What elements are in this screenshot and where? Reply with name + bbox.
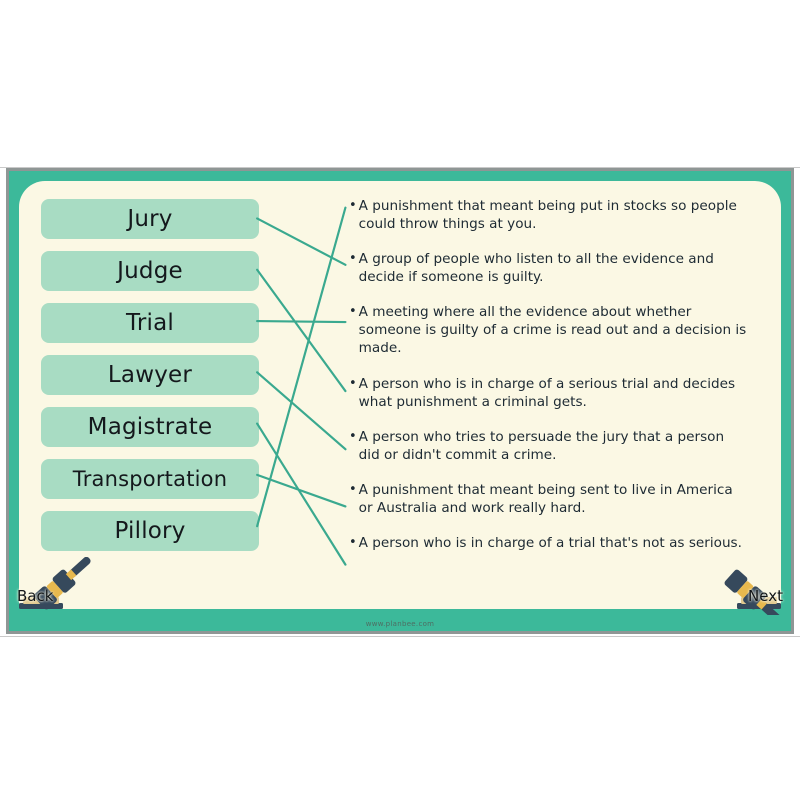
word-card-lawyer[interactable]: Lawyer [41,355,259,395]
word-card-magistrate[interactable]: Magistrate [41,407,259,447]
definition-item-5[interactable]: • A person who tries to persuade the jur… [349,428,749,464]
connector-judge [256,268,347,393]
gavel-icon [724,569,782,615]
word-card-transportation[interactable]: Transportation [41,459,259,499]
connector-magistrate [256,422,347,566]
back-button[interactable]: Back [13,557,105,615]
definition-text: A person who tries to persuade the jury … [358,428,725,463]
definition-column: • A punishment that meant being put in s… [349,197,771,569]
slide-content-panel: Jury Judge Trial Lawyer Magistrate [19,181,781,609]
connector-trial [256,319,347,324]
word-label: Magistrate [87,414,213,440]
bullet-icon: • [349,535,357,551]
definition-item-6[interactable]: • A punishment that meant being sent to … [349,481,749,517]
top-divider-rule [0,167,800,168]
word-card-pillory[interactable]: Pillory [41,511,259,551]
definition-text: A punishment that meant being put in sto… [358,198,737,233]
connector-transportation [256,473,347,508]
word-label: Trial [126,310,174,336]
definition-text: A person who is in charge of a trial tha… [358,535,742,552]
word-label: Transportation [72,467,228,491]
word-card-judge[interactable]: Judge [41,251,259,291]
definition-text: A meeting where all the evidence about w… [358,304,747,357]
back-label: Back [17,587,54,605]
definition-item-3[interactable]: • A meeting where all the evidence about… [349,303,749,357]
definition-text: A person who is in charge of a serious t… [358,375,736,410]
bottom-divider-rule [0,636,800,637]
definition-item-2[interactable]: • A group of people who listen to all th… [349,250,749,286]
word-label: Jury [127,206,173,232]
next-label: Next [748,587,783,605]
slide-outer-frame: Jury Judge Trial Lawyer Magistrate [6,168,794,634]
next-button[interactable]: Next [695,557,787,615]
word-card-jury[interactable]: Jury [41,199,259,239]
watermark-text: www.planbee.com [365,620,435,628]
connector-pillory [256,206,347,528]
definition-item-7[interactable]: • A person who is in charge of a trial t… [349,534,749,552]
bullet-icon: • [349,304,357,320]
definition-text: A group of people who listen to all the … [358,251,714,286]
word-label: Pillory [114,518,186,544]
bullet-icon: • [349,251,357,267]
bullet-icon: • [349,198,357,213]
connector-lawyer [256,371,347,451]
gavel-icon [19,557,91,610]
bullet-icon: • [349,375,357,391]
word-label: Judge [117,258,183,284]
definition-item-4[interactable]: • A person who is in charge of a serious… [349,375,749,411]
slide-teal-border: Jury Judge Trial Lawyer Magistrate [9,171,791,631]
word-label: Lawyer [107,362,193,388]
bullet-icon: • [349,428,357,444]
word-column: Jury Judge Trial Lawyer Magistrate [41,199,259,563]
definition-text: A punishment that meant being sent to li… [358,481,733,516]
definition-item-1[interactable]: • A punishment that meant being put in s… [349,197,749,233]
bullet-icon: • [349,481,357,497]
connector-jury [256,217,347,266]
word-card-trial[interactable]: Trial [41,303,259,343]
